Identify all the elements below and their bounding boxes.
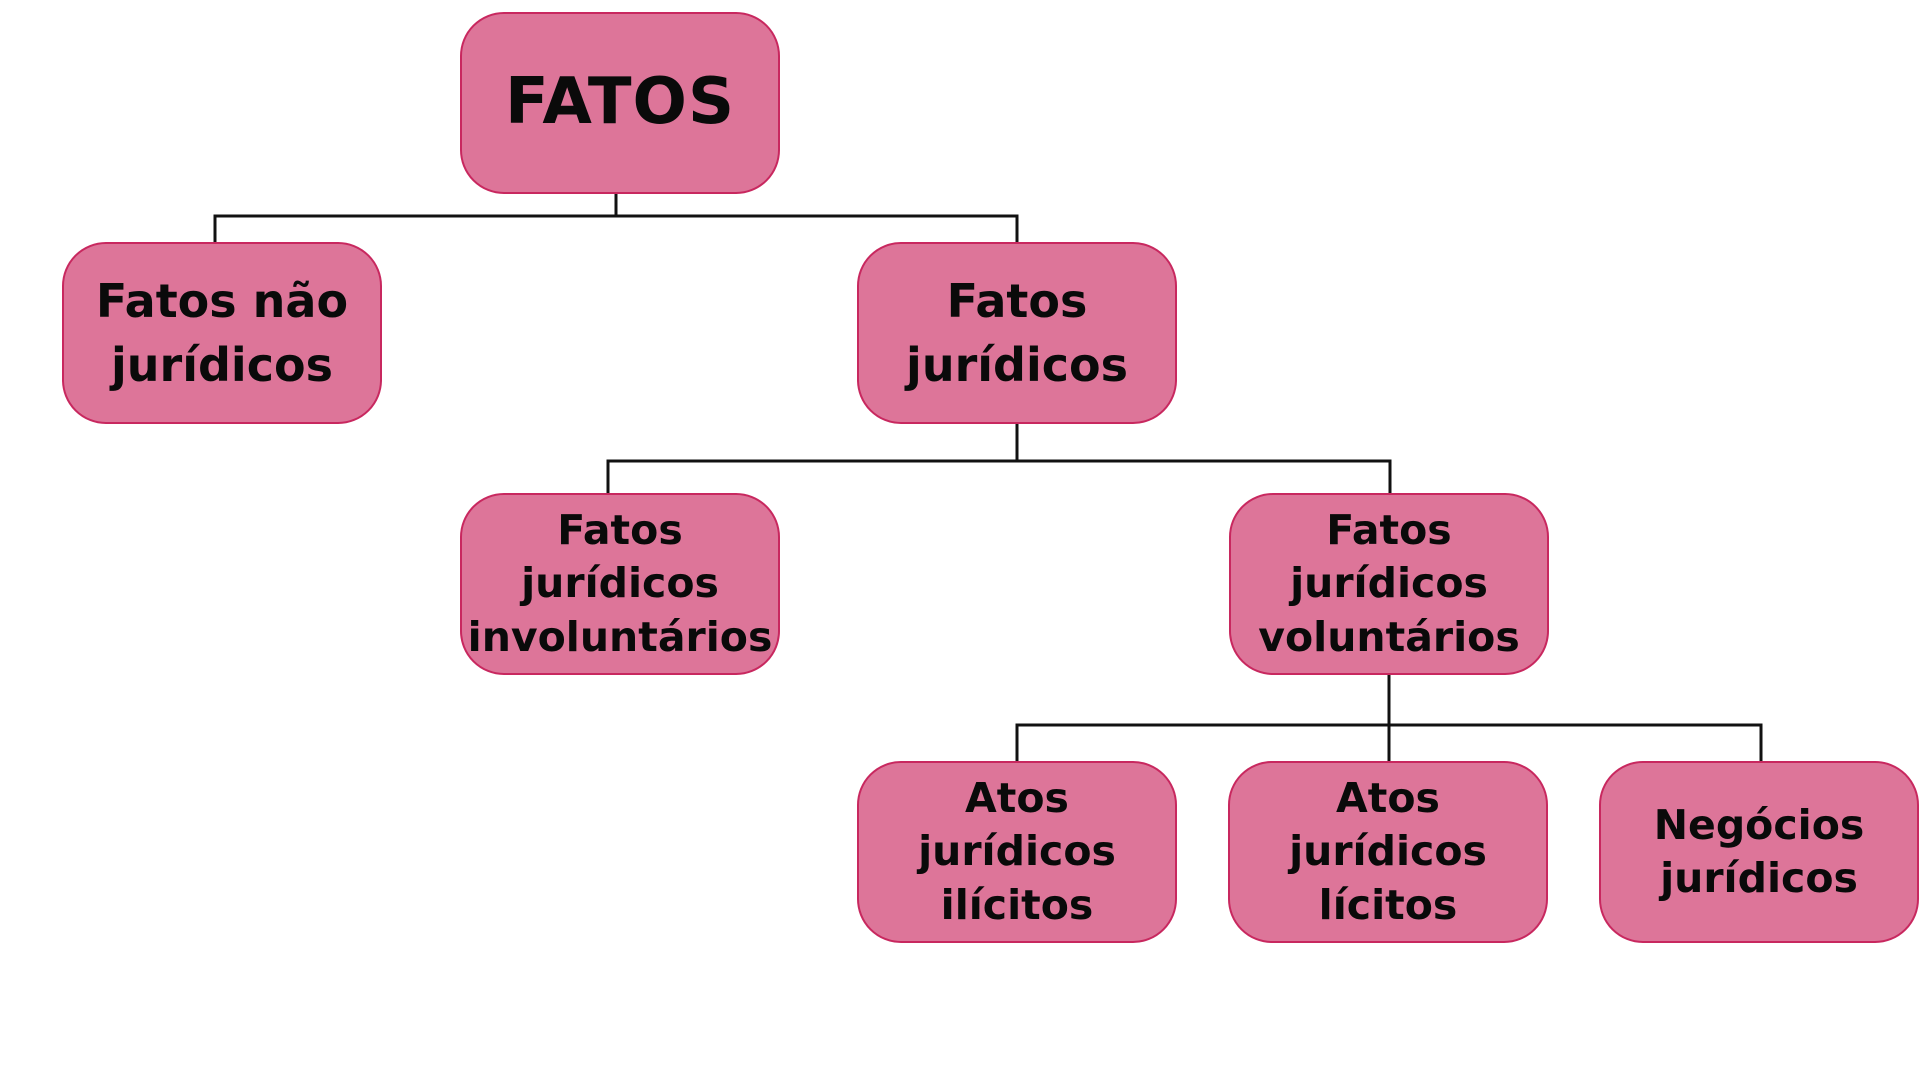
node-fatos-label: FATOS	[504, 65, 736, 140]
node-fatos-juridicos-label: Fatos jurídicos	[906, 273, 1128, 392]
node-negocios-juridicos-label: Negócios jurídicos	[1653, 800, 1865, 902]
node-atos-juridicos-licitos-label: Atos jurídicos lícitos	[1289, 774, 1487, 929]
node-fatos-juridicos-involuntarios: Fatos jurídicos involuntários	[460, 493, 780, 675]
node-fatos: FATOS	[460, 12, 780, 194]
node-atos-juridicos-ilicitos: Atos jurídicos ilícitos	[857, 761, 1177, 943]
node-fatos-juridicos: Fatos jurídicos	[857, 242, 1177, 424]
node-negocios-juridicos: Negócios jurídicos	[1599, 761, 1919, 943]
node-fatos-juridicos-involuntarios-label: Fatos jurídicos involuntários	[467, 506, 773, 661]
node-atos-juridicos-licitos: Atos jurídicos lícitos	[1228, 761, 1548, 943]
node-fatos-nao-juridicos: Fatos não jurídicos	[62, 242, 382, 424]
node-fatos-juridicos-voluntarios: Fatos jurídicos voluntários	[1229, 493, 1549, 675]
node-fatos-juridicos-voluntarios-label: Fatos jurídicos voluntários	[1258, 506, 1520, 661]
node-fatos-nao-juridicos-label: Fatos não jurídicos	[95, 273, 349, 392]
node-atos-juridicos-ilicitos-label: Atos jurídicos ilícitos	[918, 774, 1116, 929]
